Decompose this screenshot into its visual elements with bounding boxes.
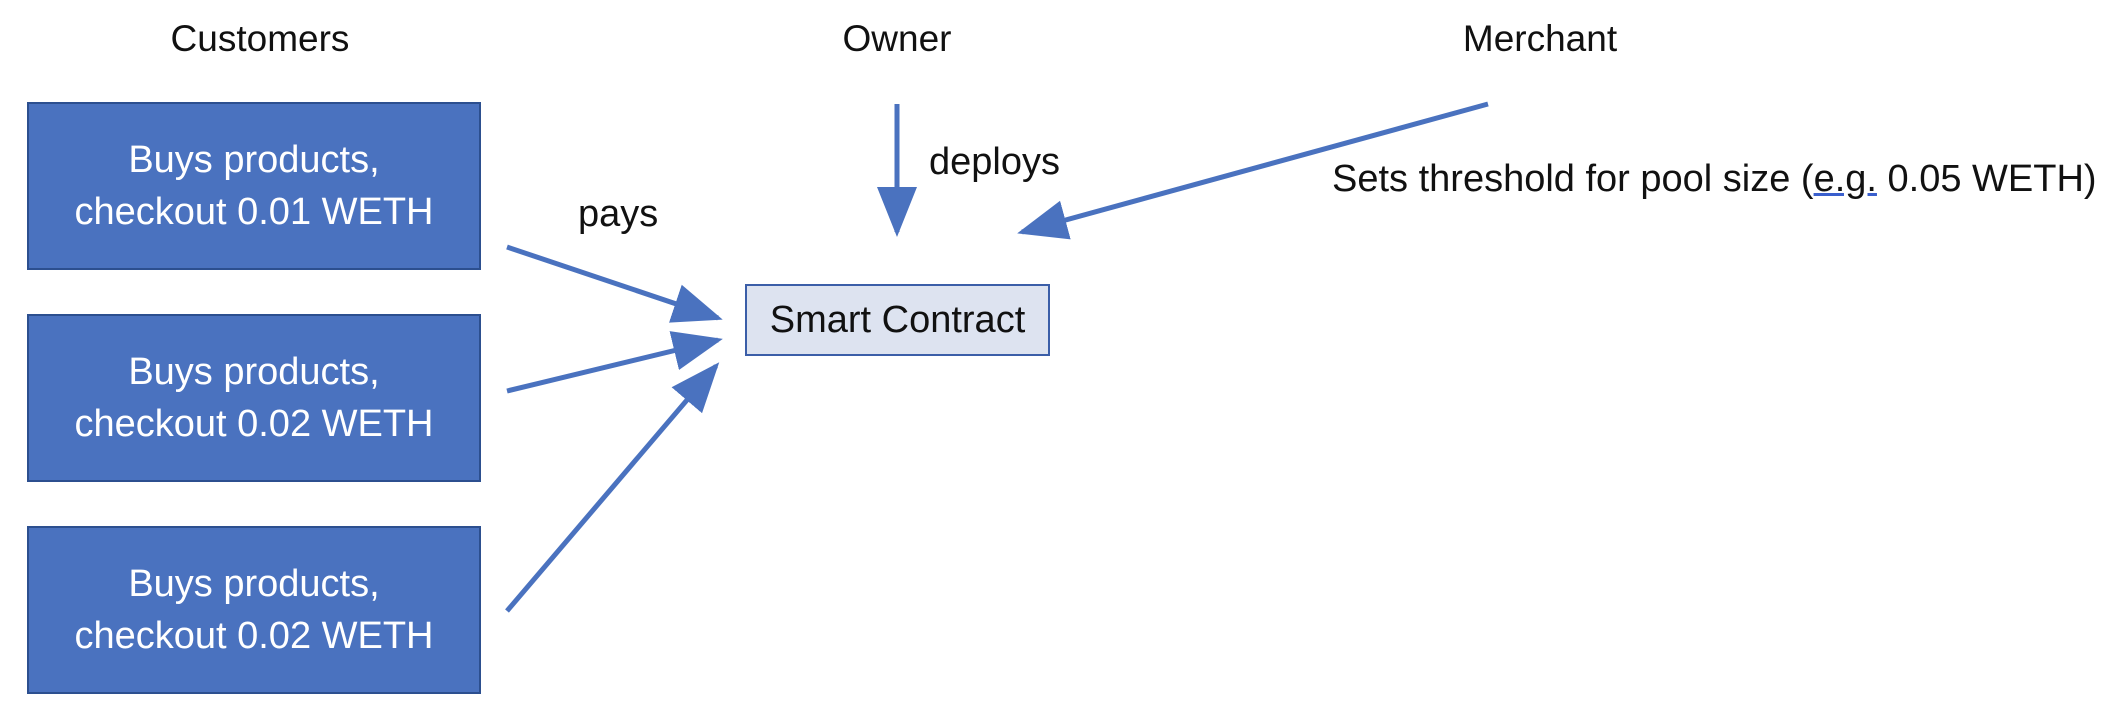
- customer-box-1-line1: Buys products,: [128, 139, 380, 181]
- customers-heading: Customers: [170, 18, 350, 59]
- threshold-prefix: Sets threshold for pool size (: [1332, 158, 1814, 200]
- arrow-customer-3-to-contract: [505, 362, 720, 613]
- smart-contract-label: Smart Contract: [769, 298, 1026, 341]
- customer-box-3-line1: Buys products,: [128, 563, 380, 605]
- deploys-label: deploys: [929, 141, 1060, 183]
- customer-box-3: Buys products, checkout 0.02 WETH: [27, 526, 481, 694]
- arrow-merchant-to-contract: [1017, 101, 1489, 240]
- customer-box-3-line2: checkout 0.02 WETH: [74, 615, 434, 657]
- pays-label: pays: [578, 193, 659, 235]
- arrow-customer-1-to-contract: [506, 244, 723, 323]
- threshold-suffix: 0.05 WETH): [1876, 158, 2097, 200]
- threshold-abbrev: e.g.: [1813, 158, 1877, 200]
- customer-box-2: Buys products, checkout 0.02 WETH: [27, 314, 481, 482]
- customer-box-1-line2: checkout 0.01 WETH: [74, 191, 434, 233]
- customer-box-2-line1: Buys products,: [128, 351, 380, 393]
- arrow-customer-2-to-contract: [506, 331, 723, 394]
- merchant-heading: Merchant: [1462, 18, 1618, 59]
- smart-contract-box: Smart Contract: [745, 284, 1050, 356]
- threshold-label: Sets threshold for pool size (e.g. 0.05 …: [1332, 160, 2097, 198]
- customer-box-2-line2: checkout 0.02 WETH: [74, 403, 434, 445]
- customer-box-1: Buys products, checkout 0.01 WETH: [27, 102, 481, 270]
- owner-heading: Owner: [842, 18, 952, 59]
